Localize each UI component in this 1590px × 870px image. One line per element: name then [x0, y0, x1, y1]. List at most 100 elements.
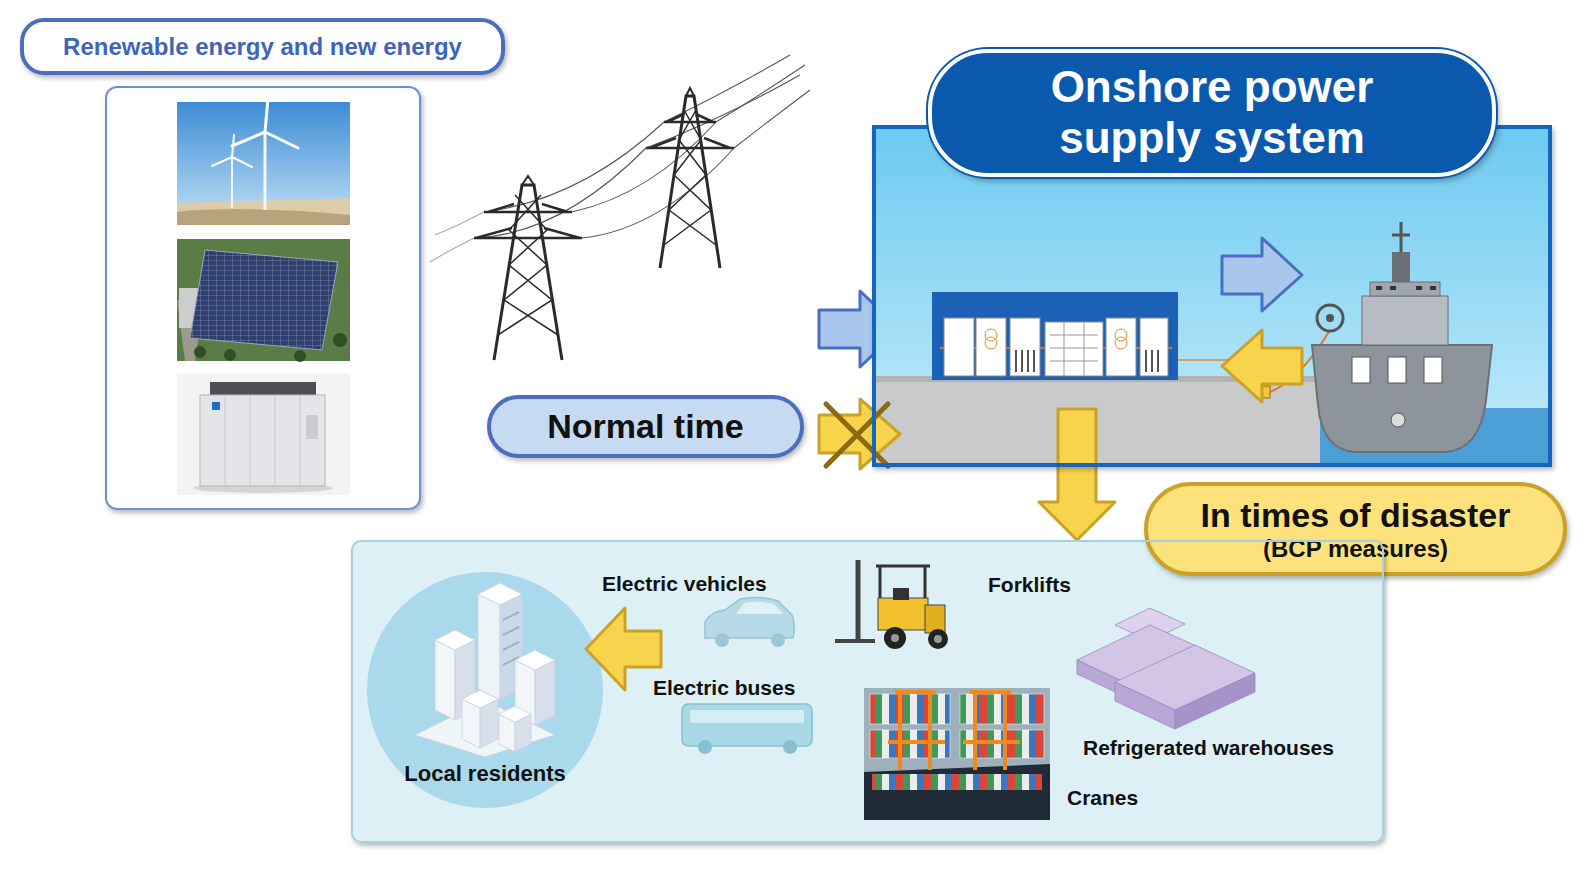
- mode-pill: Normal time: [487, 395, 804, 458]
- fuel-cell-photo-part: [177, 374, 350, 495]
- block-arrow: [1222, 330, 1302, 402]
- text-slot: Refrigerated warehouses: [1083, 736, 1334, 760]
- power-wires-part: [430, 238, 474, 262]
- forklift-icon-part: [884, 627, 906, 649]
- harbour-scene-part: [976, 318, 1006, 376]
- text-slot: Local residents: [367, 760, 603, 788]
- blocked-arrow-part: [826, 404, 888, 466]
- ship-part: [1326, 314, 1334, 322]
- car-icon-part: [736, 602, 784, 614]
- forklift-icon: [835, 560, 948, 649]
- node-label: Forklifts: [988, 573, 1071, 597]
- heading-pill: Renewable energy and new energy: [20, 18, 505, 75]
- solar-photo-part: [224, 349, 236, 361]
- panel-ground: [352, 541, 1383, 842]
- bus-icon-part: [698, 740, 712, 754]
- wind-photo-part: [177, 209, 350, 225]
- heading-pill: Onshore power supply system: [928, 49, 1496, 177]
- solar-photo-part: [177, 239, 350, 361]
- ship-part: [1388, 357, 1406, 383]
- wind-photo-part: [232, 98, 298, 148]
- forklift-icon-part: [893, 588, 909, 600]
- power-wires: [430, 55, 810, 262]
- transmission-tower-part: [664, 110, 716, 245]
- city-buildings-part: [478, 583, 522, 605]
- node-label: Refrigerated warehouses: [1083, 736, 1334, 760]
- power-wires-part: [716, 65, 805, 122]
- power-wires-part: [582, 148, 734, 238]
- harbour-scene-part: [932, 292, 1178, 380]
- node-label: Normal time: [547, 407, 744, 446]
- crane-photo-part: [888, 690, 1020, 770]
- city-buildings-part: [435, 640, 455, 720]
- ship-part: [1312, 345, 1492, 452]
- node-label: Local residents: [404, 761, 565, 786]
- crane-photo-part: [864, 764, 1050, 820]
- fuel-cell-photo-part: [306, 415, 318, 439]
- city-buildings-part: [515, 650, 555, 670]
- ship-part: [1392, 222, 1410, 252]
- node-label: In times of disaster: [1201, 496, 1511, 535]
- city-buildings-part: [535, 660, 555, 725]
- city-buildings: [415, 583, 555, 757]
- circle-node: Local residents: [367, 572, 603, 808]
- mode-pill: In times of disaster(BCP measures): [1144, 482, 1567, 576]
- solar-photo-part: [190, 250, 338, 350]
- transmission-tower: [474, 176, 582, 360]
- bus-icon-part: [690, 710, 804, 723]
- bus-icon-part: [783, 740, 797, 754]
- node-label: Cranes: [1067, 786, 1138, 810]
- fuel-cell-photo: [177, 374, 350, 495]
- power-wires-part: [646, 75, 800, 148]
- warehouse-icon-part: [1115, 682, 1175, 729]
- solar-photo-part: [194, 346, 206, 358]
- harbour-scene-part: [1010, 318, 1040, 376]
- ship-part: [1362, 296, 1448, 345]
- forklift-icon-part: [856, 560, 861, 640]
- forklift-icon-part: [925, 605, 945, 633]
- fuel-cell-photo-part: [225, 395, 300, 486]
- forklift-icon-part: [928, 629, 948, 649]
- text-slot: Electric buses: [653, 676, 795, 700]
- power-wires-part: [474, 148, 646, 238]
- city-buildings-part: [499, 706, 531, 722]
- car-icon-part: [715, 633, 729, 647]
- forklift-icon-part: [835, 639, 875, 643]
- city-buildings-part: [435, 630, 475, 650]
- harbour-scene-part: [1106, 318, 1136, 376]
- wind-photo: [177, 98, 350, 225]
- warehouse-icon: [1077, 608, 1255, 729]
- harbour-scene-part: [1140, 318, 1168, 376]
- text-slot: In times of disaster: [1201, 496, 1511, 535]
- transmission-tower-part: [646, 114, 734, 148]
- ship-part: [1391, 413, 1405, 427]
- city-buildings-part: [478, 594, 500, 700]
- warehouse-icon-part: [1175, 673, 1255, 729]
- node-label: (BCP measures): [1263, 535, 1448, 563]
- ship-part: [1317, 305, 1343, 331]
- text-slot: Forklifts: [988, 573, 1071, 597]
- power-wires-part: [572, 122, 716, 212]
- ship-part: [1370, 282, 1440, 296]
- source-panel: Renewable energy and new energy: [105, 86, 421, 510]
- wind-photo-part: [177, 102, 350, 225]
- ship-part: [1424, 357, 1442, 383]
- text-slot: (BCP measures): [1263, 535, 1448, 563]
- harbour-scene: [874, 127, 1550, 465]
- wind-photo-part: [231, 157, 233, 208]
- car-icon: [705, 597, 794, 647]
- crane-photo: [864, 688, 1050, 820]
- system-box: Onshore power supply system: [872, 125, 1552, 467]
- ship-part: [1376, 286, 1436, 290]
- transmission-tower-part: [498, 195, 558, 335]
- bus-icon: [682, 704, 812, 754]
- harbour-scene-part: [1050, 322, 1098, 376]
- harbour-scene-part: [1146, 350, 1158, 372]
- block-arrow: [586, 608, 661, 690]
- crane-photo-part: [960, 694, 1044, 724]
- harbour-scene-part: [874, 127, 1550, 465]
- wind-photo-part: [264, 132, 267, 210]
- power-wires-part: [484, 122, 664, 212]
- fuel-cell-photo-part: [210, 382, 316, 396]
